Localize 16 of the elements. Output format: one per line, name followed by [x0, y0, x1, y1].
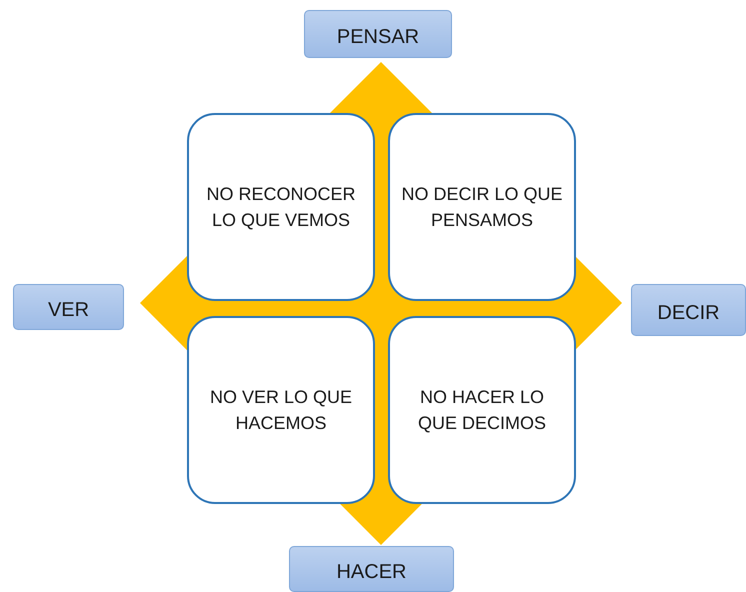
card-text: NO RECONOCER LO QUE VEMOS — [205, 183, 356, 232]
card-text: NO HACER LO QUE DECIMOS — [416, 386, 547, 435]
label-tab — [13, 284, 124, 330]
tab-label: HACER — [336, 560, 406, 584]
card-text: NO VER LO QUE HACEMOS — [208, 386, 354, 435]
card-text: NO DECIR LO QUE PENSAMOS — [400, 183, 564, 232]
label-tab — [304, 10, 452, 58]
rounded-card — [187, 113, 375, 301]
label-tab — [631, 284, 746, 336]
tab-label: VER — [48, 298, 90, 322]
tab-label: PENSAR — [336, 26, 420, 48]
label-tab — [289, 546, 454, 592]
tab-label: DECIR — [657, 302, 720, 324]
rounded-card — [388, 316, 576, 504]
rounded-card — [187, 316, 375, 504]
rounded-card — [388, 113, 576, 301]
